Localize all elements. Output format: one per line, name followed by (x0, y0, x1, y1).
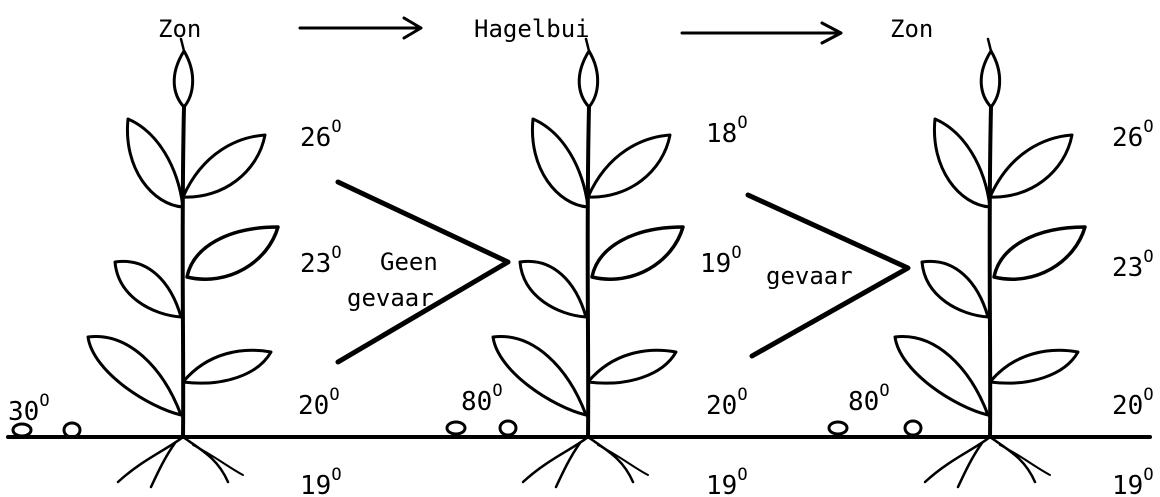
plant-1 (88, 39, 278, 487)
hailstones (13, 421, 921, 437)
plant-2 (493, 39, 683, 487)
temp-low: 20O (706, 385, 748, 421)
temp-mid: 23O (1112, 247, 1154, 283)
transition-1-line-1: Geen (380, 248, 438, 276)
ground-temp: 80O (461, 381, 503, 417)
temp-low: 20O (298, 385, 340, 421)
temp-top: 26O (300, 117, 342, 153)
ground-temp: 30O (8, 391, 50, 427)
chevron-transition-1: Geen gevaar (338, 182, 508, 362)
transition-1-line-2: gevaar (347, 284, 434, 312)
temp-low: 20O (1112, 385, 1154, 421)
plant-3 (895, 39, 1085, 487)
arrow-right-icon (300, 18, 421, 38)
stage-label-zon-1: Zon (158, 15, 201, 43)
temp-soil: 19O (300, 465, 342, 497)
temp-mid: 19O (700, 243, 742, 279)
temp-top: 26O (1112, 117, 1154, 153)
temp-mid: 23O (300, 243, 342, 279)
stage-label-hagelbui: Hagelbui (474, 15, 590, 43)
transition-2-label: gevaar (766, 262, 853, 290)
arrow-right-icon (682, 23, 841, 43)
chevron-transition-2: gevaar (748, 195, 908, 356)
ground-temp: 80O (848, 381, 890, 417)
temp-soil: 19O (1112, 465, 1154, 497)
temp-soil: 19O (706, 465, 748, 497)
temps-plant-3: 80O 26O 23O 20O 19O (848, 117, 1154, 497)
temp-top: 18O (706, 113, 748, 149)
stage-label-zon-2: Zon (890, 15, 933, 43)
